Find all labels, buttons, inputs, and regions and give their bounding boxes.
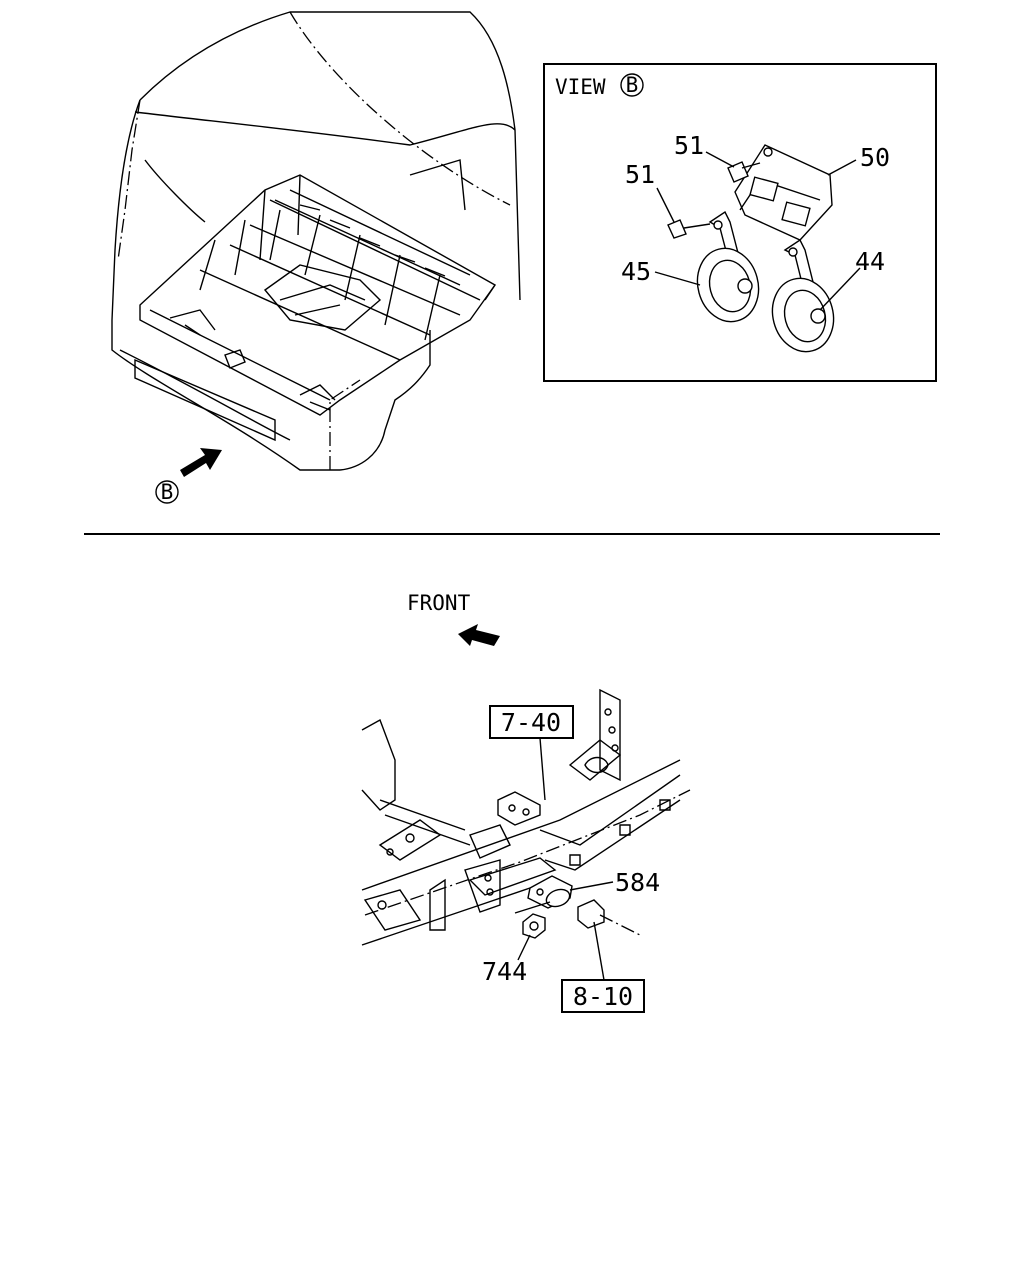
view-panel-marker: B: [626, 73, 639, 97]
callout-51-top: 51: [674, 131, 704, 160]
callout-44: 44: [855, 247, 885, 276]
front-label: FRONT: [407, 591, 471, 615]
callout-744: 744: [482, 957, 527, 986]
callout-50: 50: [860, 143, 890, 172]
cab-illustration: B: [111, 11, 521, 504]
view-marker-label: B: [161, 480, 174, 504]
view-b-panel: VIEW B 51 51 50 45: [543, 63, 937, 382]
callout-51-left: 51: [625, 160, 655, 189]
view-direction-arrow: [180, 448, 222, 477]
ref-8-10: 8-10: [573, 982, 633, 1011]
callout-584: 584: [615, 868, 660, 897]
front-arrow: [458, 624, 500, 646]
view-panel-title: VIEW: [555, 75, 606, 99]
frame-illustration: 7-40 8-10 584 744: [361, 688, 691, 1013]
ref-7-40: 7-40: [501, 708, 561, 737]
callout-45: 45: [621, 257, 651, 286]
